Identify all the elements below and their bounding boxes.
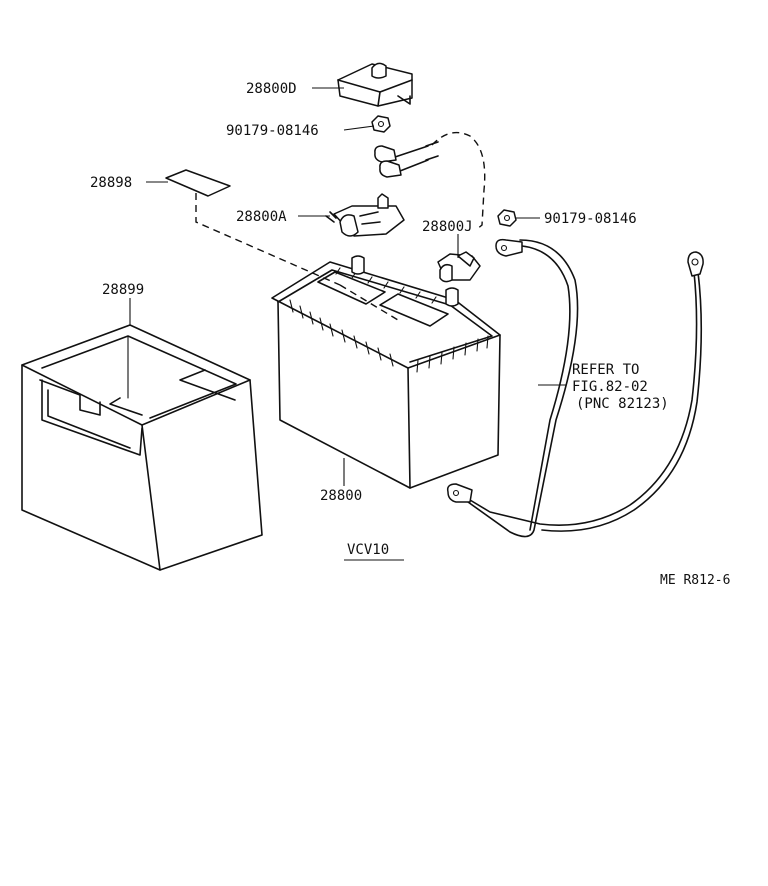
label-28898: 28898 — [90, 175, 132, 191]
label-28800A: 28800A — [236, 209, 287, 225]
terminal-cover-28800D — [337, 62, 413, 107]
terminal-clamp-28800A — [325, 193, 405, 237]
leader-90179-top — [343, 125, 375, 131]
label-28899: 28899 — [102, 282, 144, 298]
battery-28800 — [271, 255, 501, 489]
label-figure-code: ME R812-6 — [660, 573, 730, 588]
label-refer-line1: REFER TO — [572, 362, 639, 378]
label-28800J: 28800J — [422, 219, 473, 235]
label-refer-line3: (PNC 82123) — [576, 396, 669, 412]
nut-right — [497, 209, 517, 227]
label-refer-line2: FIG.82-02 — [572, 379, 648, 395]
terminal-clamp-28800J — [437, 251, 481, 283]
battery-box-28899 — [21, 324, 263, 571]
sticker-position-line — [195, 193, 341, 286]
nut-top — [371, 115, 391, 133]
label-90179-right: 90179-08146 — [544, 211, 637, 227]
label-90179-top: 90179-08146 — [226, 123, 319, 139]
label-28800: 28800 — [320, 488, 362, 504]
sticker-28898 — [165, 169, 231, 197]
label-model: VCV10 — [347, 542, 389, 558]
ground-cable — [446, 238, 704, 538]
label-28800D: 28800D — [246, 81, 297, 97]
positive-cable-28800J — [374, 131, 486, 231]
